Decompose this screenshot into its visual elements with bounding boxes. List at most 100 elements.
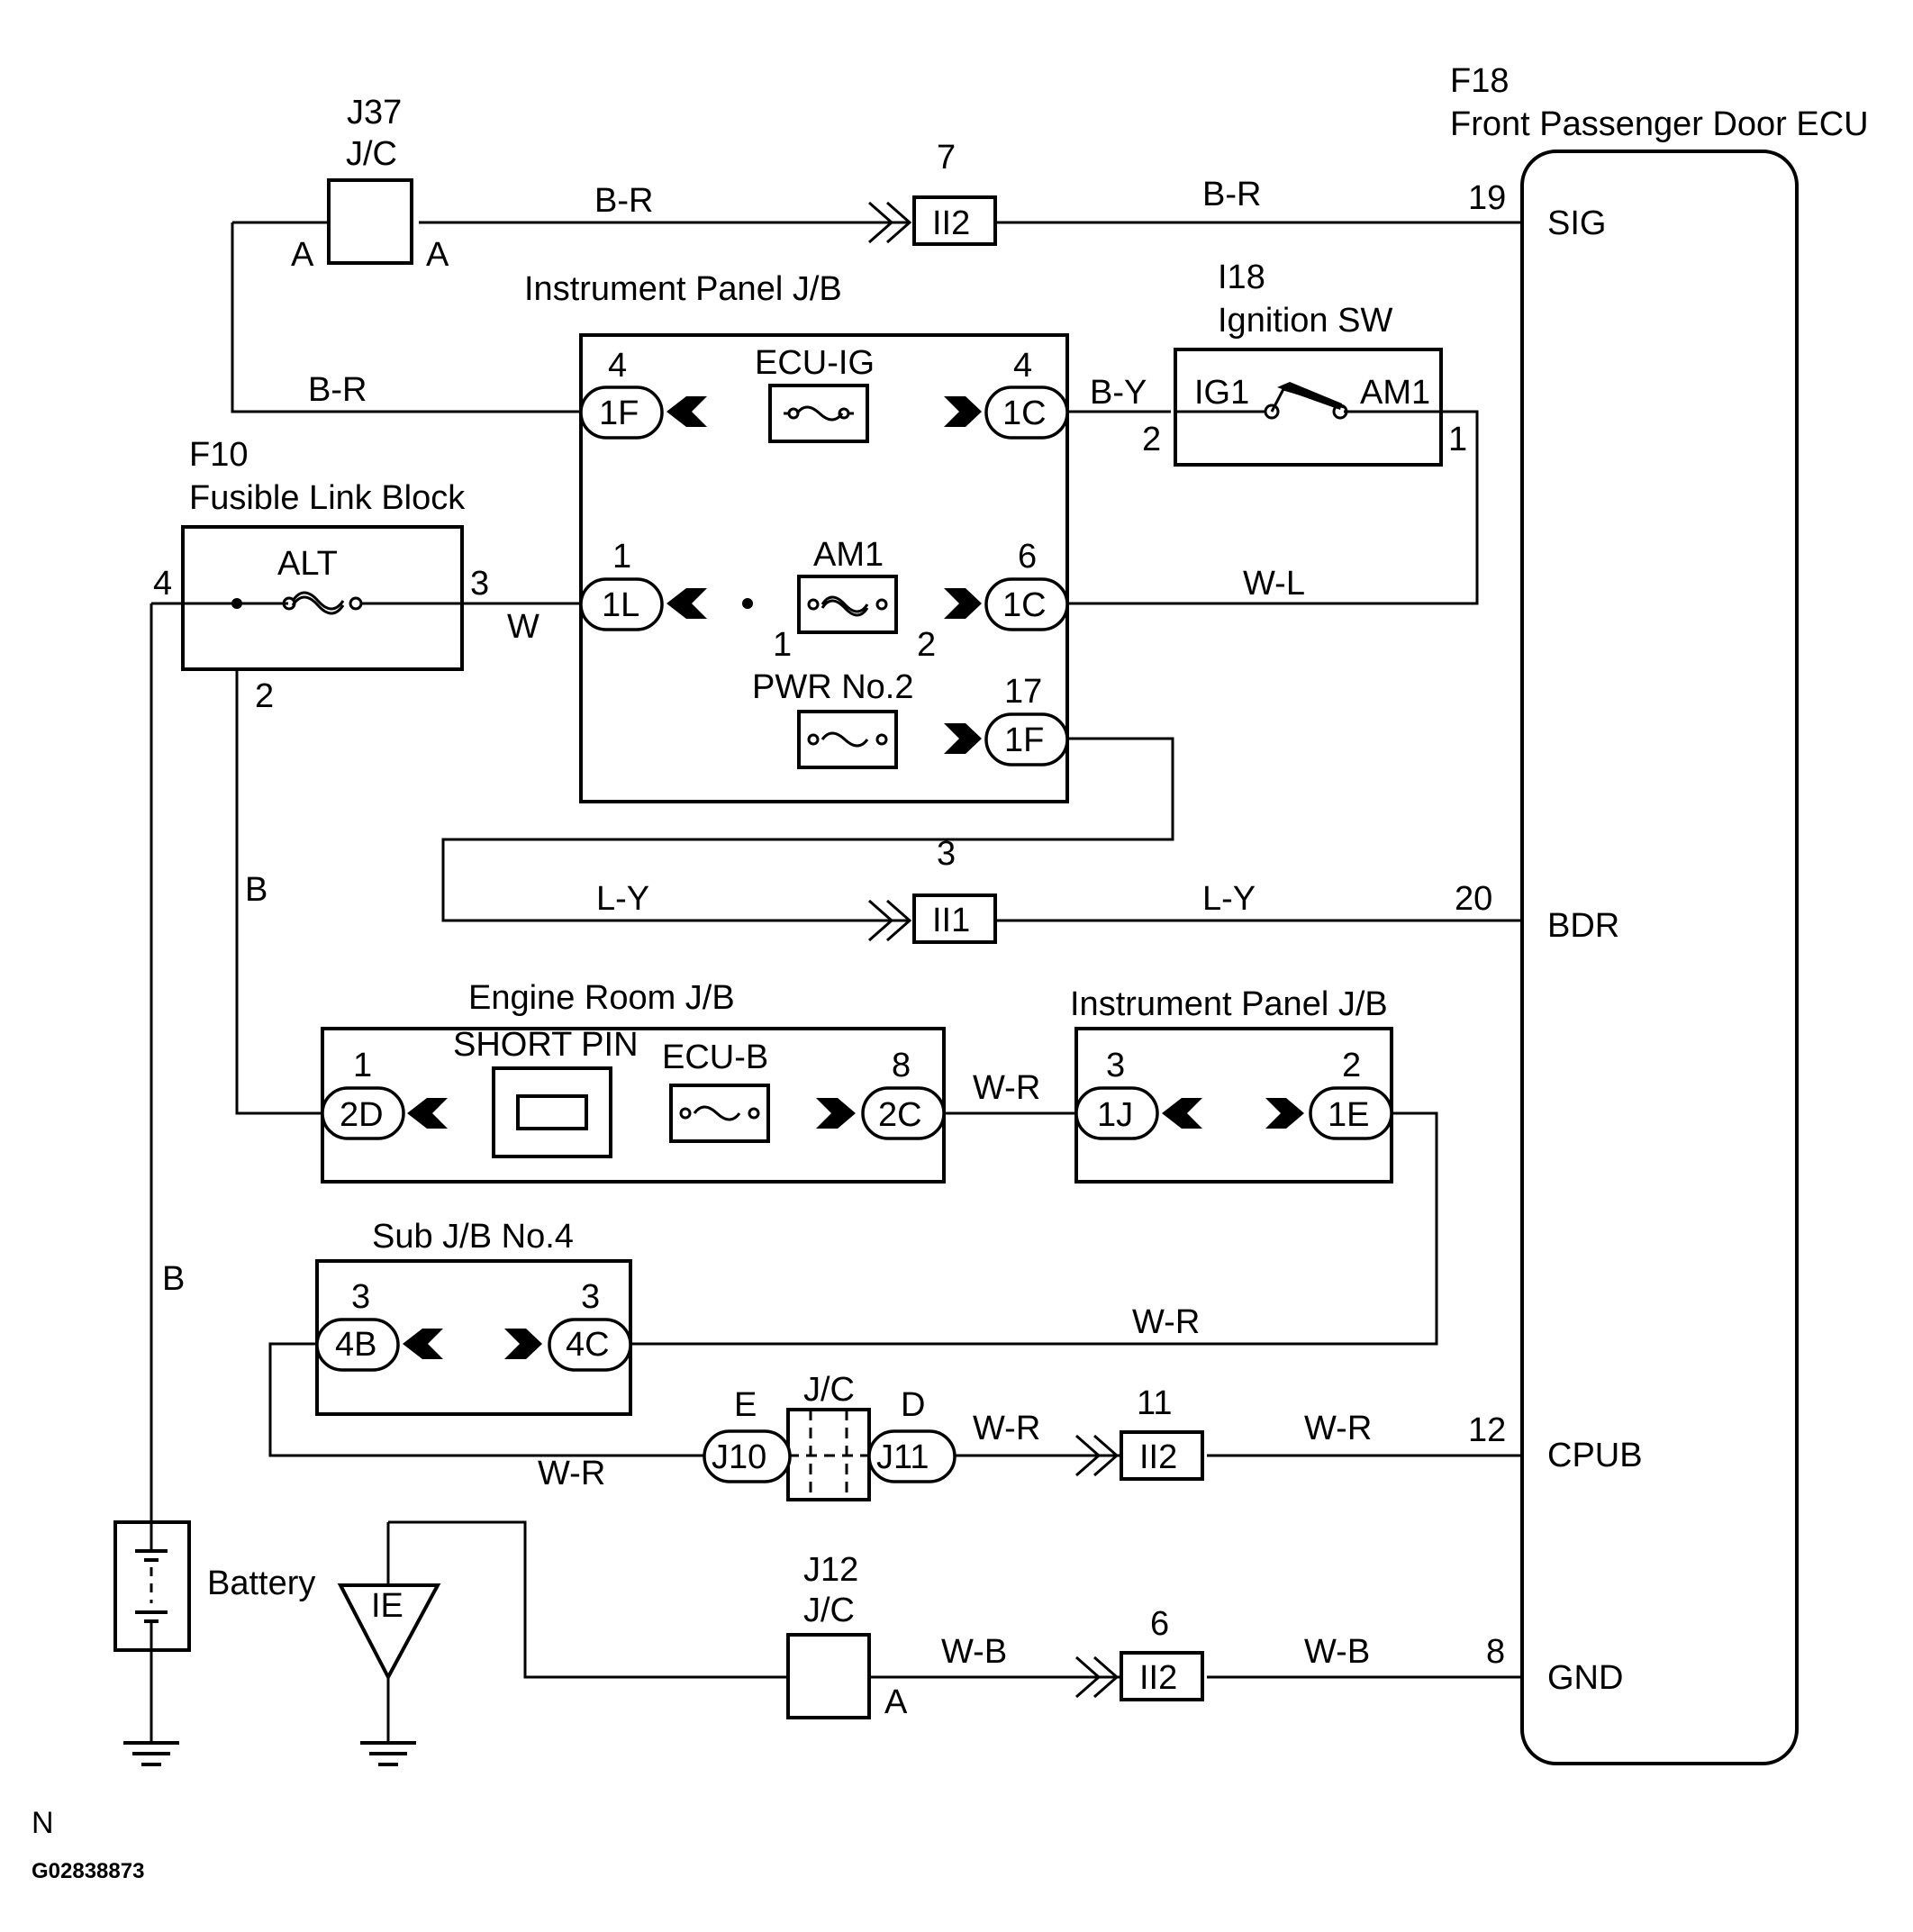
jc-middle-conn-right: J11 [876, 1438, 929, 1476]
j12-name: J/C [803, 1592, 855, 1629]
ecu-pin-num-gnd: 8 [1486, 1633, 1505, 1671]
junction-j37: J37 J/C A A [291, 94, 449, 274]
conn-num: 3 [1106, 1047, 1125, 1084]
wire-label: W-R [1132, 1303, 1200, 1341]
ecu-pin-num-sig: 19 [1468, 179, 1506, 217]
conn-num: 2 [1342, 1047, 1361, 1084]
instrument-panel-jb-2: Instrument Panel J/B 3 1J 2 1E [1070, 985, 1393, 1184]
fusible-pin-left: 4 [153, 565, 172, 603]
wire-label: B-R [594, 182, 653, 220]
jc-middle-pin-right: D [901, 1386, 925, 1424]
j12-id: J12 [803, 1551, 858, 1589]
ignition-name: Ignition SW [1218, 302, 1392, 340]
fusible-link-block-f10: F10 Fusible Link Block ALT 4 3 2 [151, 436, 489, 715]
wire-label: W-R [973, 1069, 1040, 1107]
junction-jc-middle: J/C E D J10 J11 [703, 1371, 956, 1501]
conn-num: 8 [892, 1047, 911, 1084]
conn-num: 1 [353, 1047, 372, 1084]
ignition-ig1: IG1 [1194, 374, 1249, 412]
conn-num: 1 [612, 538, 631, 576]
wire-labels: B-R B-R B-R B-Y W-L W L-Y L-Y B B W-R W-… [162, 176, 1372, 1671]
wire-label: W-R [538, 1455, 605, 1492]
am1-pin-1: 1 [773, 626, 792, 664]
ignition-switch-i18: I18 Ignition SW IG1 AM1 2 1 [1142, 259, 1467, 467]
conn-code: 2D [340, 1096, 384, 1134]
conn-num: 17 [1004, 673, 1042, 711]
conn-code: 1J [1097, 1096, 1133, 1134]
battery-label: Battery [207, 1565, 315, 1602]
inline-connector-6: 6 II2 [1075, 1605, 1204, 1701]
sub-jb-title: Sub J/B No.4 [372, 1218, 574, 1256]
wire-label: B-Y [1090, 374, 1147, 412]
inline-num: 7 [937, 139, 956, 177]
inline-code: II2 [932, 204, 970, 242]
ecu-pin-num-cpub: 12 [1468, 1411, 1506, 1449]
inline-connector-7: 7 II2 [868, 139, 997, 246]
inline-code: II2 [1139, 1438, 1177, 1476]
wire-label: W [507, 608, 539, 646]
ecu-name: Front Passenger Door ECU [1450, 105, 1869, 143]
ecu-f18: F18 Front Passenger Door ECU 19 SIG 20 B… [1450, 62, 1869, 1765]
fuse-ecu-ig: ECU-IG [755, 344, 875, 382]
j37-id: J37 [347, 94, 402, 132]
inline-num: 3 [937, 835, 956, 873]
conn-code: 2C [878, 1096, 922, 1134]
am1-pin-2: 2 [917, 626, 936, 664]
wire-label: B-R [1202, 176, 1261, 213]
wire-label: W-R [1304, 1410, 1372, 1447]
j37-pin-left: A [291, 236, 314, 274]
ignition-id: I18 [1218, 259, 1265, 296]
conn-num: 3 [351, 1278, 370, 1316]
j37-pin-right: A [426, 236, 449, 274]
conn-num: 4 [1013, 347, 1032, 385]
engine-room-jb: Engine Room J/B SHORT PIN ECU-B 1 2D 8 2… [321, 979, 946, 1184]
conn-code: 1F [1004, 721, 1044, 759]
ecu-pin-cpub: CPUB [1547, 1437, 1643, 1474]
conn-code: 4C [566, 1326, 610, 1364]
ignition-pin-right: 1 [1448, 421, 1467, 458]
wire-label: B [245, 871, 267, 909]
inline-num: 6 [1150, 1605, 1169, 1643]
conn-code: 1L [602, 586, 639, 624]
fuse-pwr-no2: PWR No.2 [752, 668, 913, 706]
ip-jb-title: Instrument Panel J/B [524, 270, 842, 308]
inline-connector-3: 3 II1 [868, 835, 997, 944]
conn-code: 1F [599, 395, 639, 432]
inline-code: II1 [932, 902, 970, 939]
er-jb-title: Engine Room J/B [468, 979, 735, 1017]
page-marker: N [32, 1806, 54, 1840]
battery: Battery [113, 1520, 315, 1652]
conn-num: 3 [581, 1278, 600, 1316]
conn-num: 4 [608, 347, 627, 385]
fuse-ecu-b: ECU-B [662, 1039, 768, 1076]
fusible-pin-bottom: 2 [255, 677, 274, 715]
wire-label: L-Y [596, 880, 649, 918]
junction-j12: J12 J/C A [786, 1551, 908, 1721]
short-pin-label: SHORT PIN [453, 1026, 639, 1064]
wire-label: L-Y [1202, 880, 1256, 918]
image-code: G02838873 [32, 1859, 144, 1883]
instrument-panel-jb: Instrument Panel J/B ECU-IG AM1 1 2 PWR … [524, 270, 1069, 803]
ignition-am1: AM1 [1360, 374, 1430, 412]
ecu-pin-num-bdr: 20 [1455, 880, 1492, 918]
j12-pin: A [884, 1683, 908, 1721]
j37-name: J/C [346, 135, 397, 173]
jc-middle-name: J/C [803, 1371, 855, 1409]
fusible-name: Fusible Link Block [189, 479, 466, 517]
conn-code: 1E [1328, 1096, 1369, 1134]
ecu-id: F18 [1450, 62, 1509, 100]
conn-code: 4B [335, 1326, 376, 1364]
fuse-am1: AM1 [813, 536, 884, 574]
inline-connector-11: 11 II2 [1075, 1384, 1204, 1481]
ecu-pin-gnd: GND [1547, 1659, 1623, 1697]
conn-code: 1C [1002, 586, 1047, 624]
jc-middle-pin-left: E [734, 1386, 757, 1424]
inline-num: 11 [1137, 1384, 1172, 1422]
ground-label: IE [371, 1587, 403, 1625]
wire-label: W-B [1304, 1633, 1370, 1671]
wire-label: W-R [973, 1410, 1040, 1447]
ecu-pin-bdr: BDR [1547, 907, 1619, 945]
wire-label: W-B [941, 1633, 1007, 1671]
ecu-pin-sig: SIG [1547, 204, 1606, 242]
